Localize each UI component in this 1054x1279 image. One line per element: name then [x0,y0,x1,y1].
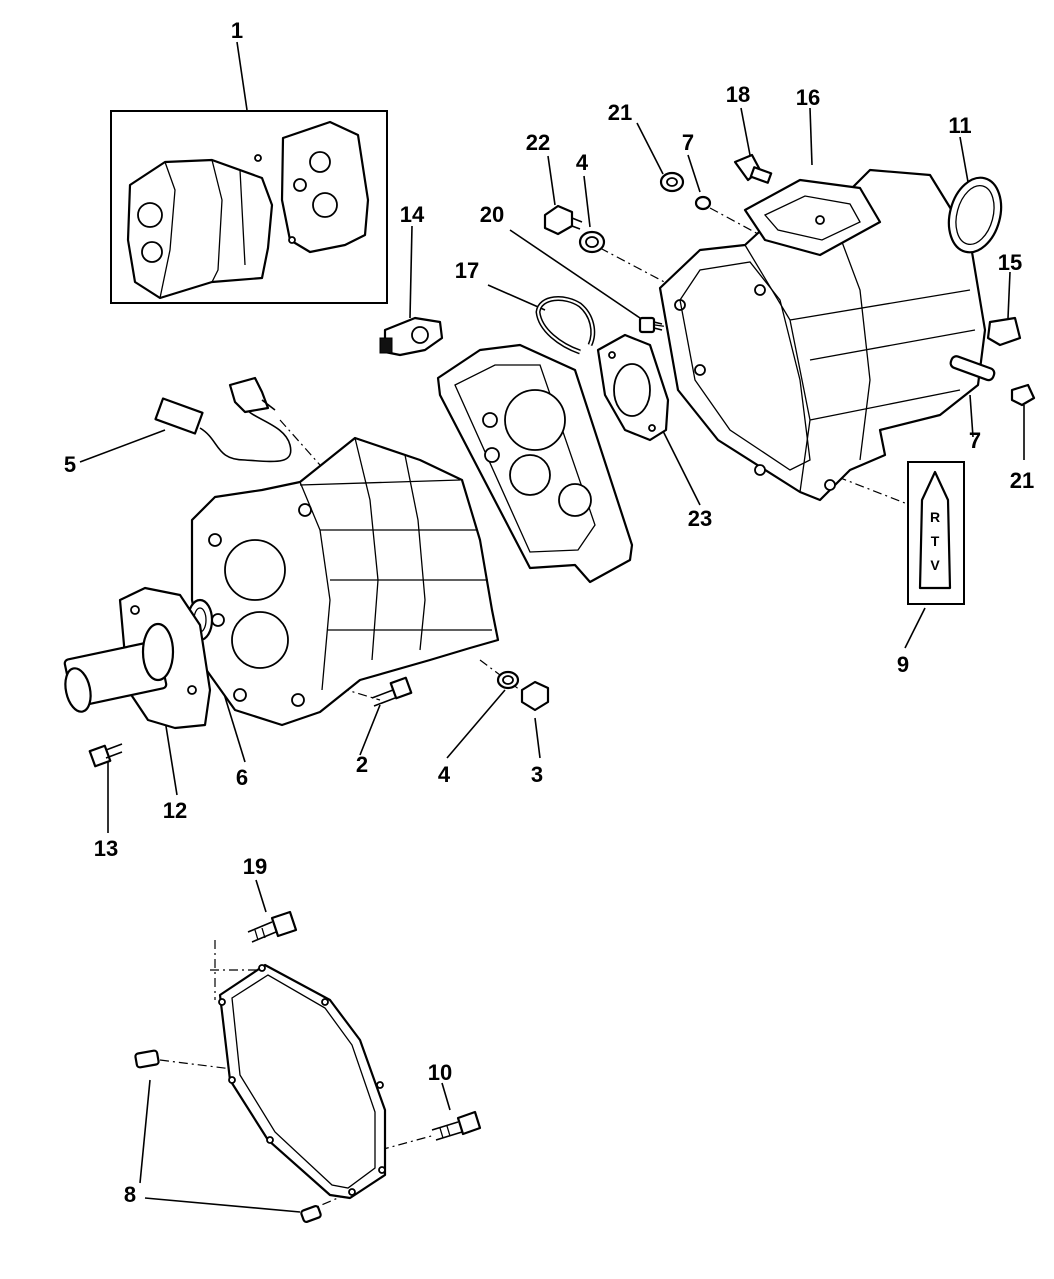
callout-21-upper: 21 [608,100,632,125]
intermediate-plate [436,343,634,584]
callout-1: 1 [231,18,243,43]
upper-dowel [694,195,712,211]
case-plug [986,316,1022,347]
cover-dowel-lower [300,1205,322,1223]
callout-7-upper: 7 [682,130,694,155]
callout-15: 15 [998,250,1022,275]
callout-4-lower: 4 [438,762,451,787]
callout-20: 20 [480,202,504,227]
leader-lines [79,41,1025,1213]
rtv-letter-r: R [930,509,940,525]
bearing-retainer [63,586,212,730]
case-seal-ring [947,176,1003,254]
cover-bolt-lower [431,1110,482,1141]
rtv-sealant-box: R T V [907,461,965,605]
callout-16: 16 [796,85,820,110]
case-dowel-pin [949,355,996,382]
callout-11: 11 [948,113,971,138]
housing-bolt [371,676,413,707]
case-assembly-kit [110,110,388,304]
callout-22: 22 [526,130,550,155]
sensor-bracket [379,316,444,357]
cover-dowel-upper [134,1049,160,1069]
case-drain-plug [1010,383,1036,407]
callout-14: 14 [400,202,425,227]
callout-13: 13 [94,836,118,861]
callout-7-right: 7 [969,428,981,453]
cover-gasket [218,963,387,1200]
callout-9: 9 [897,652,909,677]
callout-19: 19 [243,854,267,879]
breather-vent [733,153,773,184]
callout-8: 8 [124,1182,136,1207]
drain-washer [496,670,520,690]
retainer-bolt [88,743,123,768]
fill-plug-washer [578,230,606,254]
callout-2: 2 [356,752,368,777]
speed-sensor-harness [154,376,292,463]
callout-12: 12 [163,798,187,823]
callout-4-upper: 4 [576,150,589,175]
snap-ring [535,296,596,355]
plate-bolt [638,316,663,334]
upper-plug [659,171,685,193]
callout-23: 23 [688,506,712,531]
callout-18: 18 [726,82,750,107]
callout-6: 6 [236,765,248,790]
adapter-housing [190,436,500,727]
callout-3: 3 [531,762,543,787]
transmission-case [658,168,987,502]
rtv-letter-t: T [931,533,940,549]
rtv-letter-v: V [930,557,940,573]
callout-labels: 1 14 5 6 12 13 2 4 3 17 20 22 4 21 7 18 … [64,18,1034,1207]
fill-plug [543,204,583,236]
callout-10: 10 [428,1060,452,1085]
callout-5: 5 [64,452,76,477]
cover-bolt-upper [247,910,298,943]
callout-17: 17 [455,258,479,283]
plate-gasket [596,333,670,442]
drain-plug [520,680,550,712]
callout-21-right: 21 [1010,468,1034,493]
